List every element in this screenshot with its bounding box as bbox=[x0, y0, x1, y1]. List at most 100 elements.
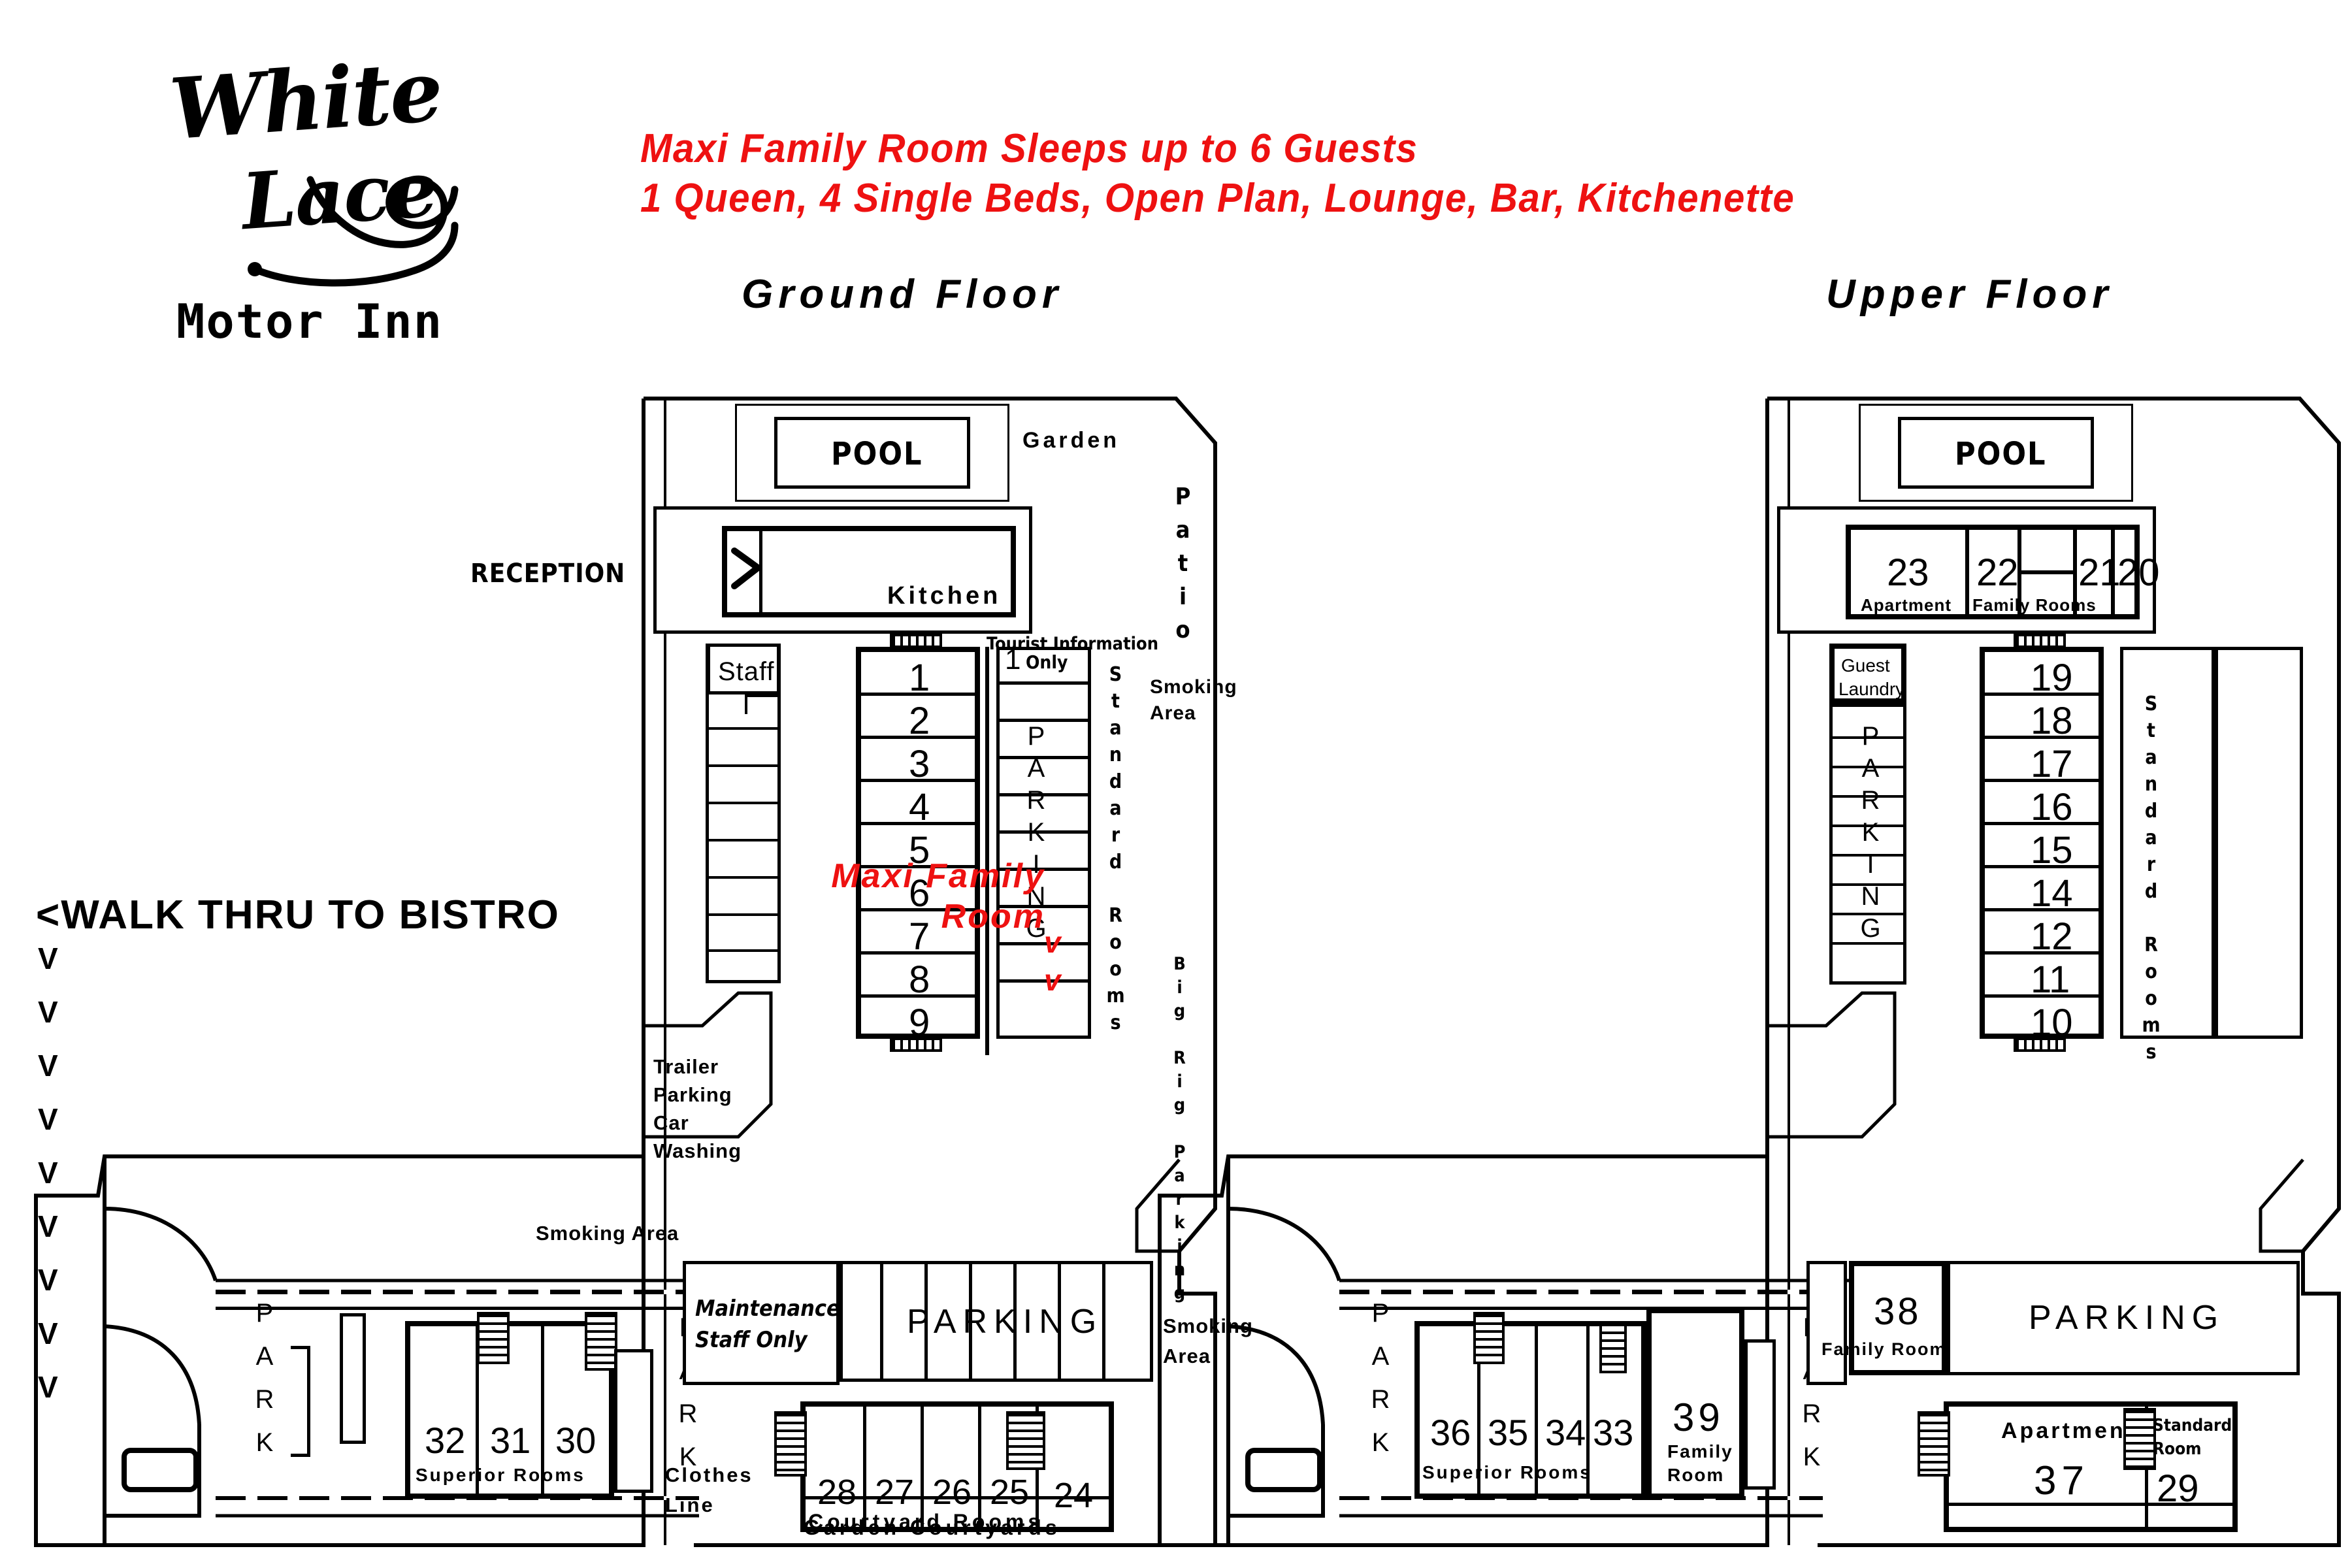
room-number: 14 bbox=[2031, 872, 2073, 915]
patio-label: Patio bbox=[1169, 483, 1196, 650]
one-only-number: 1 bbox=[1005, 644, 1021, 676]
room-number: 8 bbox=[909, 958, 930, 1001]
ground-room-column: 1 2 3 4 5 6 7 8 9 bbox=[856, 647, 980, 1044]
room-number: 3 bbox=[909, 743, 930, 785]
big-rig-parking-label: Big Rig Parking bbox=[1169, 954, 1190, 1307]
ground-superior-rooms-label: Superior Rooms bbox=[416, 1465, 585, 1485]
courtyard-rooms-label: Courtyard Rooms bbox=[808, 1510, 1044, 1533]
room-number: 28 bbox=[817, 1473, 857, 1512]
ground-floor-title: Ground Floor bbox=[742, 272, 1064, 317]
clothes-line-label-1: Clothes bbox=[665, 1463, 753, 1486]
upper-standard-rooms-strip bbox=[2120, 647, 2215, 1039]
room-number: 21 bbox=[2078, 551, 2121, 594]
trailer-parking-line1: Trailer bbox=[653, 1055, 719, 1078]
smoking-area-top-line2: Area bbox=[1150, 702, 1196, 724]
brand-logo: White Lace Motor Inn bbox=[157, 39, 497, 349]
walk-thru-chevron: V bbox=[38, 1316, 58, 1350]
kitchen-room: Kitchen bbox=[722, 526, 1016, 617]
maxi-family-room-line2: Room bbox=[941, 898, 1045, 936]
walk-thru-to-bistro-label: <WALK THRU TO BISTRO bbox=[36, 892, 560, 938]
stairs-icon bbox=[1599, 1321, 1627, 1373]
upper-room-column: 19 18 17 16 15 14 12 11 10 bbox=[1980, 647, 2104, 1044]
room-number: 5 bbox=[909, 829, 930, 872]
maxi-marker-arrow-2: v bbox=[1044, 963, 1061, 997]
pool-label: POOL bbox=[1955, 436, 2047, 472]
room-number: 6 bbox=[909, 872, 930, 915]
clothes-line-label-2: Line bbox=[665, 1494, 715, 1516]
ground-superior-wing: PARK 32 31 30 Superior Rooms PARK bbox=[216, 1281, 702, 1516]
room-number: 20 bbox=[2117, 551, 2160, 594]
room-number: 19 bbox=[2031, 657, 2073, 699]
upper-standard-rooms-label: Standard Rooms bbox=[2140, 693, 2163, 1068]
upper-apartment-label: Apartment bbox=[1861, 595, 1952, 615]
family-room-39: 39 Family Room bbox=[1646, 1308, 1744, 1499]
room-number: 17 bbox=[2031, 743, 2073, 785]
room-number: 32 bbox=[425, 1420, 466, 1461]
ground-parking-vertical-label: PARKING bbox=[1022, 722, 1051, 946]
room-number: 26 bbox=[932, 1473, 972, 1512]
ground-parking-bays bbox=[996, 647, 1091, 1039]
walk-thru-chevron: V bbox=[38, 1370, 58, 1404]
ground-floor-outline bbox=[34, 397, 1217, 1547]
family-room-39-line1: Family bbox=[1667, 1441, 1733, 1462]
upper-superior-rooms-label: Superior Rooms bbox=[1422, 1462, 1592, 1482]
room-number: 27 bbox=[875, 1473, 915, 1512]
smoking-area-top-line1: Smoking bbox=[1150, 676, 1237, 698]
header-line-2: 1 Queen, 4 Single Beds, Open Plan, Loung… bbox=[640, 175, 1795, 221]
room-number: 7 bbox=[909, 915, 930, 958]
staff-label: Staff bbox=[718, 657, 775, 686]
upper-parking-vertical-label: PARKING bbox=[1856, 722, 1885, 946]
kitchen-label: Kitchen bbox=[887, 582, 1002, 610]
stairs-top-icon bbox=[2014, 634, 2066, 648]
pool-basin: POOL bbox=[774, 417, 970, 489]
apartment-37-label: Apartment bbox=[2001, 1418, 2136, 1443]
upper-park-left-label: PARK bbox=[1366, 1299, 1395, 1471]
room-number: 23 bbox=[1887, 551, 1929, 594]
reception-label: RECEPTION bbox=[470, 559, 626, 589]
superior-rooms-32-30: 32 31 30 Superior Rooms bbox=[405, 1321, 614, 1499]
trailer-parking-line4: Washing bbox=[653, 1139, 742, 1162]
stairs-icon bbox=[1918, 1411, 1950, 1477]
room-number: 15 bbox=[2031, 829, 2073, 872]
stairs-bottom-icon bbox=[2014, 1037, 2066, 1052]
upper-floor-outline bbox=[1158, 397, 2341, 1547]
room-number: 1 bbox=[909, 657, 930, 699]
room-number: 9 bbox=[909, 1002, 930, 1044]
stairs-bottom-icon bbox=[890, 1037, 942, 1052]
standard-room-29-line1: Standard bbox=[2153, 1416, 2232, 1435]
room-number: 11 bbox=[2031, 958, 2070, 1001]
pool-basin: POOL bbox=[1898, 417, 2094, 489]
walk-thru-chevron: V bbox=[38, 941, 58, 975]
stairs-icon bbox=[1006, 1411, 1045, 1470]
ground-park-left-label: PARK bbox=[250, 1299, 279, 1471]
guest-laundry-line2: Laundry bbox=[1838, 679, 1905, 699]
reception-chevron-icon bbox=[731, 547, 761, 589]
room-number: 22 bbox=[1976, 551, 2019, 594]
ground-standard-rooms-label: Standard Rooms bbox=[1104, 663, 1127, 1038]
maintenance-line2: Staff Only bbox=[695, 1327, 808, 1353]
walk-thru-chevron: V bbox=[38, 995, 58, 1029]
garden-label: Garden bbox=[1022, 428, 1120, 453]
logo-subtitle: Motor Inn bbox=[176, 294, 444, 349]
upper-parking-strip bbox=[1829, 704, 1906, 985]
stairs-icon bbox=[585, 1312, 617, 1371]
guest-laundry-line1: Guest bbox=[1841, 655, 1890, 676]
maintenance-line1: Maintenance bbox=[695, 1296, 840, 1322]
upper-parking-bottom-label: PARKING bbox=[2029, 1299, 2225, 1337]
upper-top-rooms: 23 22 21 20 Apartment Family Rooms bbox=[1846, 525, 2160, 619]
staff-room: Staff bbox=[707, 644, 780, 694]
trailer-parking-line2: Parking bbox=[653, 1083, 732, 1106]
maxi-family-room-annotation: Maxi Family Room bbox=[706, 856, 1045, 938]
family-room-38-label: Family Room bbox=[1821, 1339, 1947, 1359]
stairs-icon bbox=[2123, 1408, 2156, 1470]
header-banner: Maxi Family Room Sleeps up to 6 Guests 1… bbox=[640, 124, 2241, 223]
upper-superior-wing: PARK 36 35 34 33 Superior Rooms 39 Famil… bbox=[1339, 1281, 1826, 1516]
upper-38-adjacent bbox=[1806, 1261, 1847, 1385]
one-only-label: Only bbox=[1026, 651, 1068, 673]
room-number: 10 bbox=[2031, 1002, 2073, 1044]
trailer-parking-line3: Car bbox=[653, 1111, 689, 1134]
walk-thru-chevron: V bbox=[38, 1156, 58, 1190]
stairs-icon bbox=[774, 1411, 807, 1477]
logo-word-lace: Lace bbox=[238, 142, 440, 248]
room-number: 25 bbox=[990, 1473, 1030, 1512]
